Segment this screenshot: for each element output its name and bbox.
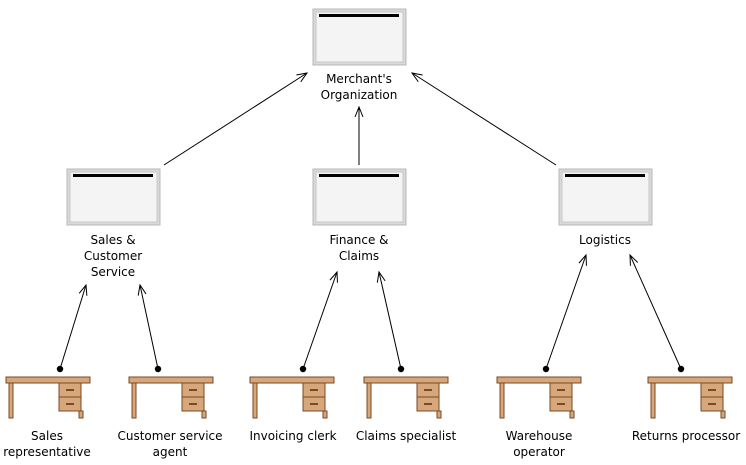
desk-icon-sales_rep: [5, 376, 91, 419]
node-label-claims: Claims specialist: [355, 429, 457, 443]
org-unit-icon-sales: [66, 168, 161, 226]
edge-warehouse-to-logistics: [545, 255, 586, 370]
node-label-logistics: Logistics: [579, 233, 631, 247]
edge-returns-to-logistics: [630, 255, 682, 370]
edge-sales-to-root: [163, 73, 307, 166]
edge-claims-to-finance: [379, 272, 402, 370]
connectors: [59, 73, 682, 370]
edge-salesrep-to-sales: [59, 285, 86, 370]
edge-logistics-to-root: [412, 73, 557, 166]
node-label-finance: Finance &Claims: [329, 233, 389, 263]
org-unit-icon-finance: [312, 168, 407, 226]
desk-icon-cs_agent: [128, 376, 214, 419]
org-unit-icon-root: [312, 8, 407, 66]
edge-invoicing-to-finance: [302, 272, 337, 370]
connector-dots: [56, 365, 685, 373]
desk-icon-returns: [647, 376, 733, 419]
desk-icon-warehouse: [496, 376, 582, 419]
desk-icon-claims: [363, 376, 449, 419]
desk-icon-invoicing: [249, 376, 335, 419]
node-label-returns: Returns processor: [631, 429, 741, 443]
org-unit-icon-logistics: [558, 168, 653, 226]
edge-csagent-to-sales: [140, 285, 159, 370]
node-label-invoicing: Invoicing clerk: [249, 429, 337, 443]
